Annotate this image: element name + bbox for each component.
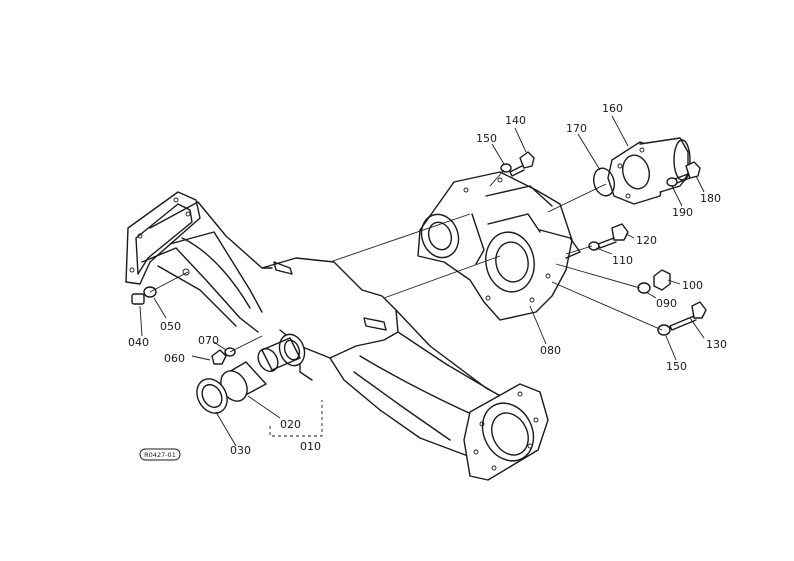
callout-100: 100 bbox=[682, 279, 703, 292]
callout-160: 160 bbox=[602, 102, 623, 115]
plug-040 bbox=[131, 293, 145, 305]
breather-060 bbox=[211, 349, 227, 365]
callout-030: 030 bbox=[230, 444, 251, 457]
callout-090: 090 bbox=[656, 297, 677, 310]
callout-190: 190 bbox=[672, 206, 693, 219]
reference-badge: R0427-01 bbox=[139, 448, 181, 461]
callout-180: 180 bbox=[700, 192, 721, 205]
reference-code: R0427-01 bbox=[144, 451, 176, 459]
o-ring-170 bbox=[592, 167, 616, 197]
bolt-140 bbox=[509, 151, 535, 177]
washer-150-lower bbox=[657, 324, 671, 336]
callout-120: 120 bbox=[636, 234, 657, 247]
callout-170: 170 bbox=[566, 122, 587, 135]
callout-leaders bbox=[139, 115, 705, 447]
callout-040: 040 bbox=[128, 336, 149, 349]
assembly-lines bbox=[149, 169, 663, 437]
washer-150-top bbox=[500, 163, 512, 173]
callout-020: 020 bbox=[280, 418, 301, 431]
callout-080: 080 bbox=[540, 344, 561, 357]
callout-060: 060 bbox=[164, 352, 185, 365]
callout-labels: 140 150 160 170 180 190 120 110 100 090 … bbox=[128, 102, 727, 457]
differential-carrier bbox=[417, 171, 581, 321]
bushing-020 bbox=[220, 337, 301, 402]
callout-110: 110 bbox=[612, 254, 633, 267]
callout-150-top: 150 bbox=[476, 132, 497, 145]
nut-100 bbox=[653, 269, 671, 291]
bolt-130 bbox=[669, 301, 707, 331]
callout-070: 070 bbox=[198, 334, 219, 347]
bolt-120 bbox=[597, 223, 629, 249]
washer-190 bbox=[666, 177, 678, 187]
callout-150-lower: 150 bbox=[666, 360, 687, 373]
callout-010: 010 bbox=[300, 440, 321, 453]
washer-090 bbox=[637, 282, 651, 294]
seal-030 bbox=[196, 378, 228, 414]
callout-050: 050 bbox=[160, 320, 181, 333]
bearing-cover bbox=[607, 137, 691, 205]
callout-140: 140 bbox=[505, 114, 526, 127]
callout-130: 130 bbox=[706, 338, 727, 351]
axle-housing bbox=[125, 191, 549, 481]
